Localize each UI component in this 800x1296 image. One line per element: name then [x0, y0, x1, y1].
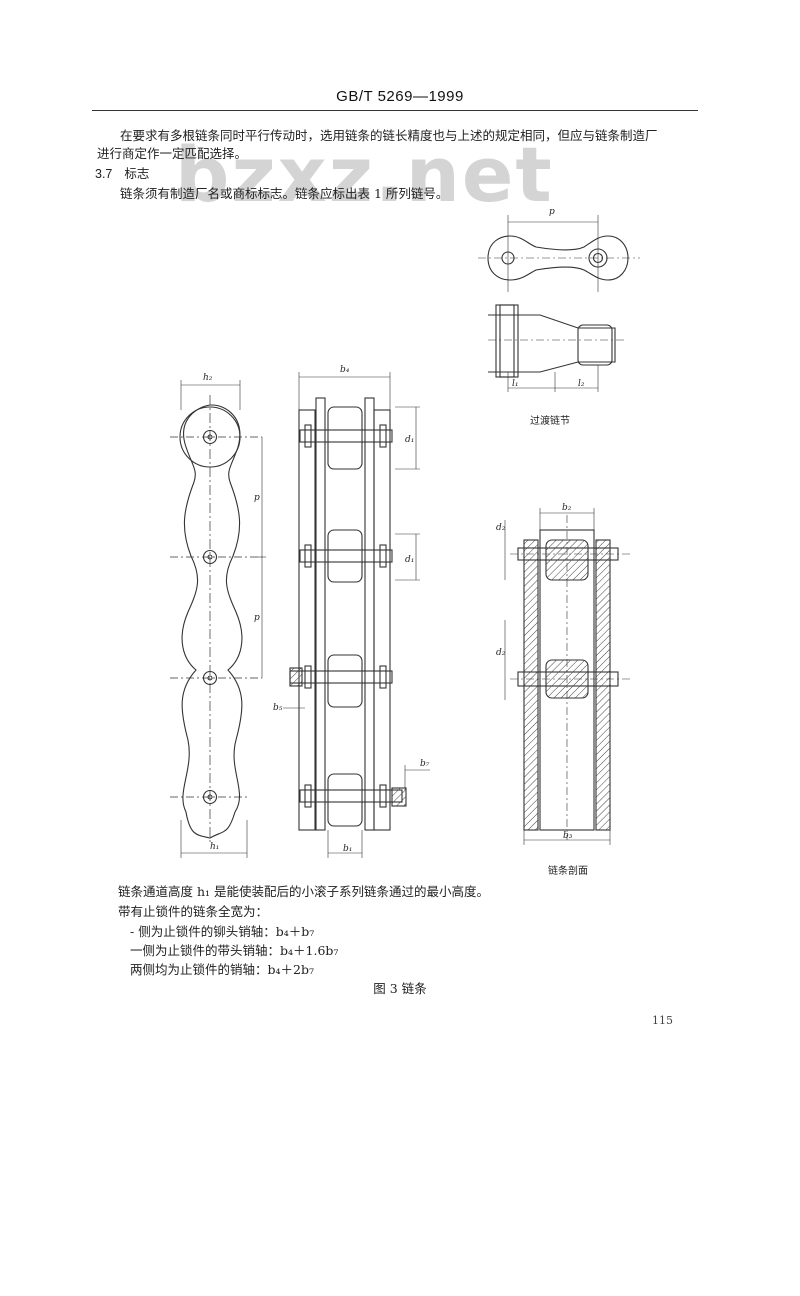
label-b2: b₂ — [562, 503, 572, 513]
label-h2: h₂ — [203, 373, 213, 383]
label-d2: d₂ — [496, 523, 506, 533]
note-line: 一侧为止锁件的带头销轴：b₄＋1.6b₇ — [130, 943, 339, 958]
label-l1: l₁ — [512, 379, 519, 389]
sublabel-transition-link: 过渡链节 — [530, 414, 570, 427]
label-b1: b₁ — [343, 844, 352, 854]
chain-plan-view — [283, 372, 430, 858]
note-line: 两侧均为止锁件的销轴：b₄＋2b₇ — [130, 962, 314, 977]
transition-link-view — [478, 215, 640, 392]
paragraph-line: 进行商定作一定匹配选择。 — [97, 146, 248, 161]
label-b4: b₄ — [340, 365, 350, 375]
watermark: bzxz.net — [175, 130, 554, 219]
label-p: p — [254, 493, 260, 503]
label-d1: d₁ — [405, 555, 414, 565]
standard-header: GB/T 5269—1999 — [336, 88, 464, 105]
paragraph-line: 在要求有多根链条同时平行传动时，选用链条的链长精度也与上述的规定相同，但应与链条… — [120, 128, 658, 143]
page-number: 115 — [652, 1014, 673, 1027]
label-p: p — [254, 613, 260, 623]
note-line: 带有止锁件的链条全宽为： — [118, 904, 269, 919]
figure-caption: 图 3 链条 — [373, 981, 427, 996]
note-line: 链条通道高度 h₁ 是能使装配后的小滚子系列链条通过的最小高度。 — [118, 884, 490, 899]
chain-side-view — [170, 380, 266, 858]
label-b3: b₃ — [563, 831, 573, 841]
label-d2: d₂ — [496, 648, 506, 658]
sublabel-section-view: 链条剖面 — [548, 864, 588, 877]
section-title: 标志 — [124, 166, 150, 181]
section-number: 3.7 — [95, 167, 113, 181]
label-l2: l₂ — [578, 379, 585, 389]
label-d1: d₁ — [405, 435, 414, 445]
header-rule — [92, 110, 698, 111]
label-b5: b₅ — [273, 703, 283, 713]
label-h1: h₁ — [210, 842, 219, 852]
paragraph-line: 链条须有制造厂名或商标标志。链条应标出表 1 所列链号。 — [120, 186, 449, 201]
section-heading: 3.7 标志 — [95, 166, 149, 182]
note-line: - 侧为止锁件的铆头销轴：b₄＋b₇ — [130, 924, 315, 939]
label-p: p — [549, 207, 555, 217]
chain-section-view — [504, 508, 630, 845]
label-b7: b₇ — [420, 759, 430, 769]
